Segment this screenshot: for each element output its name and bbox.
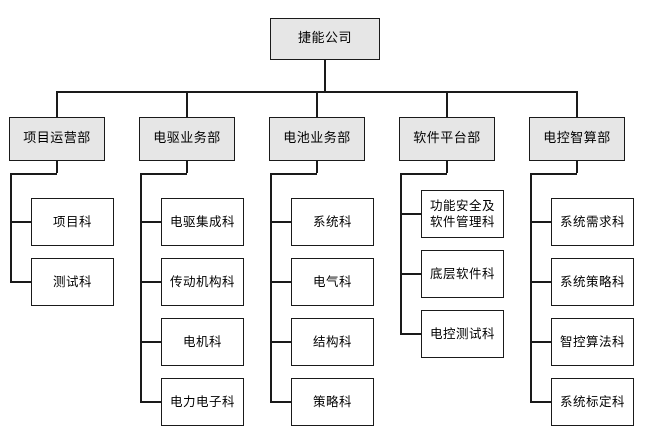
org-node-root-label: 捷能公司 bbox=[297, 30, 352, 46]
connector-section-stub-1-0 bbox=[140, 221, 161, 223]
org-node-department-0[interactable]: 项目运营部 bbox=[9, 117, 105, 161]
org-node-section-2-2-label: 结构科 bbox=[312, 334, 352, 350]
org-node-section-4-3-label: 系统标定科 bbox=[559, 394, 625, 410]
connector-column-spine-1 bbox=[140, 173, 142, 402]
connector-section-stub-2-0 bbox=[270, 221, 291, 223]
connector-section-stub-4-1 bbox=[530, 281, 551, 283]
connector-column-spine-4 bbox=[530, 173, 532, 402]
connector-dept-drop-2 bbox=[316, 91, 318, 117]
org-node-section-1-3-label: 电力电子科 bbox=[169, 394, 235, 410]
org-node-section-1-2-label: 电机科 bbox=[182, 334, 222, 350]
org-node-department-3[interactable]: 软件平台部 bbox=[399, 117, 495, 161]
connector-dept-stem-0 bbox=[56, 161, 58, 173]
connector-dept-stem-3 bbox=[446, 161, 448, 173]
org-node-department-3-label: 软件平台部 bbox=[413, 130, 481, 146]
org-node-root[interactable]: 捷能公司 bbox=[270, 18, 380, 60]
connector-root-stem bbox=[324, 60, 326, 91]
connector-dept-drop-3 bbox=[446, 91, 448, 117]
connector-column-spine-2 bbox=[270, 173, 272, 402]
org-node-section-2-0-label: 系统科 bbox=[312, 214, 352, 230]
org-node-section-1-1[interactable]: 传动机构科 bbox=[161, 258, 244, 306]
connector-section-stub-4-0 bbox=[530, 221, 551, 223]
connector-section-stub-3-1 bbox=[400, 273, 421, 275]
connector-section-stub-3-2 bbox=[400, 333, 421, 335]
connector-dept-drop-1 bbox=[186, 91, 188, 117]
connector-section-stub-0-1 bbox=[10, 281, 31, 283]
org-node-section-2-0[interactable]: 系统科 bbox=[291, 198, 374, 246]
org-node-section-1-0[interactable]: 电驱集成科 bbox=[161, 198, 244, 246]
org-node-section-4-1-label: 系统策略科 bbox=[559, 274, 625, 290]
org-node-section-3-2-label: 电控测试科 bbox=[429, 326, 495, 342]
connector-section-stub-4-2 bbox=[530, 341, 551, 343]
org-node-section-2-2[interactable]: 结构科 bbox=[291, 318, 374, 366]
org-node-section-1-3[interactable]: 电力电子科 bbox=[161, 378, 244, 426]
connector-dept-stem-2 bbox=[316, 161, 318, 173]
connector-section-stub-1-1 bbox=[140, 281, 161, 283]
org-node-section-0-0[interactable]: 项目科 bbox=[31, 198, 114, 246]
org-node-section-1-0-label: 电驱集成科 bbox=[169, 214, 235, 230]
org-node-department-0-label: 项目运营部 bbox=[23, 130, 91, 146]
org-node-section-0-0-label: 项目科 bbox=[52, 214, 92, 230]
org-node-section-4-1[interactable]: 系统策略科 bbox=[551, 258, 634, 306]
org-node-department-2[interactable]: 电池业务部 bbox=[269, 117, 365, 161]
connector-dept-elbow-1 bbox=[140, 173, 187, 175]
connector-dept-drop-0 bbox=[56, 91, 58, 117]
connector-dept-elbow-2 bbox=[270, 173, 317, 175]
connector-section-stub-3-0 bbox=[400, 213, 421, 215]
org-node-department-2-label: 电池业务部 bbox=[283, 130, 351, 146]
org-node-section-3-1[interactable]: 底层软件科 bbox=[421, 250, 504, 298]
connector-section-stub-0-0 bbox=[10, 221, 31, 223]
connector-section-stub-1-2 bbox=[140, 341, 161, 343]
connector-dept-elbow-0 bbox=[10, 173, 57, 175]
org-node-section-0-1[interactable]: 测试科 bbox=[31, 258, 114, 306]
connector-section-stub-1-3 bbox=[140, 401, 161, 403]
connector-dept-stem-4 bbox=[576, 161, 578, 173]
org-node-section-4-2[interactable]: 智控算法科 bbox=[551, 318, 634, 366]
org-node-section-3-0-label: 功能安全及 软件管理科 bbox=[429, 198, 495, 229]
org-node-section-2-1[interactable]: 电气科 bbox=[291, 258, 374, 306]
org-node-section-4-0[interactable]: 系统需求科 bbox=[551, 198, 634, 246]
connector-dept-stem-1 bbox=[186, 161, 188, 173]
connector-dept-elbow-3 bbox=[400, 173, 447, 175]
connector-column-spine-3 bbox=[400, 173, 402, 334]
connector-column-spine-0 bbox=[10, 173, 12, 282]
org-node-section-4-3[interactable]: 系统标定科 bbox=[551, 378, 634, 426]
connector-section-stub-4-3 bbox=[530, 401, 551, 403]
connector-dept-drop-4 bbox=[576, 91, 578, 117]
org-node-section-2-3-label: 策略科 bbox=[312, 394, 352, 410]
org-node-section-3-2[interactable]: 电控测试科 bbox=[421, 310, 504, 358]
org-node-section-0-1-label: 测试科 bbox=[52, 274, 92, 290]
connector-dept-elbow-4 bbox=[530, 173, 577, 175]
org-node-section-2-3[interactable]: 策略科 bbox=[291, 378, 374, 426]
org-node-section-3-1-label: 底层软件科 bbox=[429, 266, 495, 282]
connector-section-stub-2-2 bbox=[270, 341, 291, 343]
org-node-section-4-2-label: 智控算法科 bbox=[559, 334, 625, 350]
org-node-department-1[interactable]: 电驱业务部 bbox=[139, 117, 235, 161]
org-node-section-2-1-label: 电气科 bbox=[312, 274, 352, 290]
org-node-department-1-label: 电驱业务部 bbox=[153, 130, 221, 146]
org-node-section-1-1-label: 传动机构科 bbox=[169, 274, 235, 290]
org-node-section-4-0-label: 系统需求科 bbox=[559, 214, 625, 230]
org-node-section-3-0[interactable]: 功能安全及 软件管理科 bbox=[421, 190, 504, 238]
connector-section-stub-2-1 bbox=[270, 281, 291, 283]
org-node-department-4[interactable]: 电控智算部 bbox=[529, 117, 625, 161]
org-node-department-4-label: 电控智算部 bbox=[543, 130, 611, 146]
org-node-section-1-2[interactable]: 电机科 bbox=[161, 318, 244, 366]
connector-section-stub-2-3 bbox=[270, 401, 291, 403]
